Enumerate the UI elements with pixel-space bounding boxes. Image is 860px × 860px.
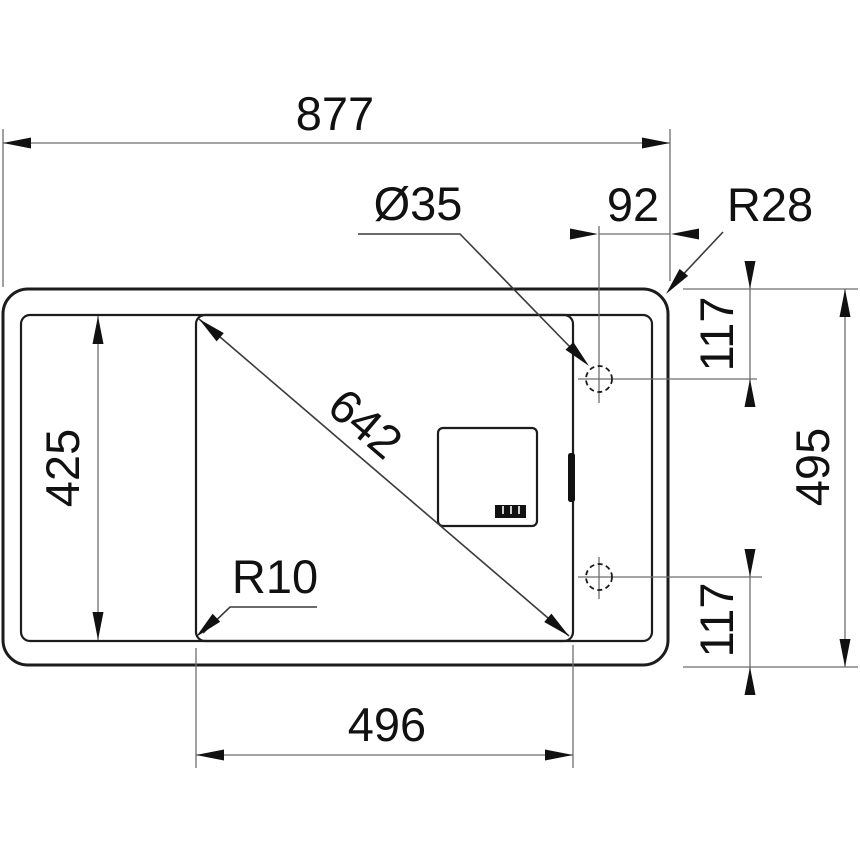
dimension-overall-depth: 495 bbox=[683, 288, 858, 668]
arrowhead bbox=[666, 268, 689, 294]
arrowhead-left bbox=[3, 137, 31, 149]
leader-line bbox=[358, 233, 572, 349]
arrowhead-left bbox=[570, 228, 598, 240]
arrowhead-top bbox=[744, 261, 756, 289]
overflow-notch bbox=[568, 453, 575, 502]
arrowhead-top bbox=[92, 316, 104, 344]
dimension-overall-width: 877 bbox=[2, 87, 671, 287]
sink-inner-rim bbox=[19, 313, 654, 643]
callout-outer-corner-radius: R28 bbox=[666, 178, 813, 294]
arrowhead-left bbox=[196, 749, 224, 761]
leader-line bbox=[202, 606, 317, 634]
sink-outline bbox=[1, 287, 670, 667]
dim-label-bowl-corner-radius: R10 bbox=[232, 550, 318, 603]
dim-label-hole-top-offset: 117 bbox=[690, 297, 743, 372]
dim-label-hole-bottom-offset: 117 bbox=[690, 583, 743, 658]
dim-label-outer-corner-radius: R28 bbox=[727, 178, 813, 231]
sink-outer-edge bbox=[1, 287, 670, 667]
arrowhead bbox=[196, 613, 221, 637]
arrowhead-right bbox=[642, 137, 670, 149]
arrowhead-top-left bbox=[199, 319, 224, 342]
dimension-bowl-width: 496 bbox=[195, 645, 574, 768]
dim-label-bowl-diagonal: 642 bbox=[319, 378, 413, 469]
dimension-hole-bottom-offset: 117 bbox=[690, 549, 756, 695]
dim-label-bowl-width: 496 bbox=[348, 698, 426, 751]
faucet-holes bbox=[578, 226, 762, 599]
bottom-faucet-hole bbox=[585, 563, 613, 591]
dimension-hole-top-offset: 117 bbox=[690, 261, 756, 407]
arrowhead-bottom bbox=[744, 379, 756, 407]
arrowhead-bottom bbox=[839, 639, 851, 667]
arrowhead-right bbox=[671, 228, 699, 240]
drain-grate bbox=[495, 505, 526, 518]
dim-label-overall-depth: 495 bbox=[786, 428, 839, 506]
dim-label-hole-offset-right: 92 bbox=[607, 178, 659, 231]
drain-square bbox=[436, 426, 539, 528]
dim-label-left-section-depth: 425 bbox=[36, 429, 89, 507]
callout-bowl-corner-radius: R10 bbox=[196, 550, 318, 637]
dimension-line bbox=[198, 318, 570, 637]
dimension-hole-offset-right: 92 bbox=[570, 178, 699, 240]
arrowhead-bottom bbox=[744, 667, 756, 695]
dim-label-overall-width: 877 bbox=[296, 87, 374, 140]
dim-label-hole-diameter: Ø35 bbox=[374, 177, 463, 230]
arrowhead-top bbox=[744, 549, 756, 577]
callout-hole-diameter: Ø35 bbox=[358, 177, 589, 366]
arrowhead-bottom bbox=[92, 612, 104, 640]
arrowhead-bottom-right bbox=[544, 613, 569, 636]
arrowhead bbox=[565, 342, 589, 366]
arrowhead-right bbox=[545, 749, 573, 761]
top-faucet-hole bbox=[585, 365, 613, 393]
arrowhead-top bbox=[839, 289, 851, 317]
dimension-left-section-depth: 425 bbox=[36, 316, 104, 640]
